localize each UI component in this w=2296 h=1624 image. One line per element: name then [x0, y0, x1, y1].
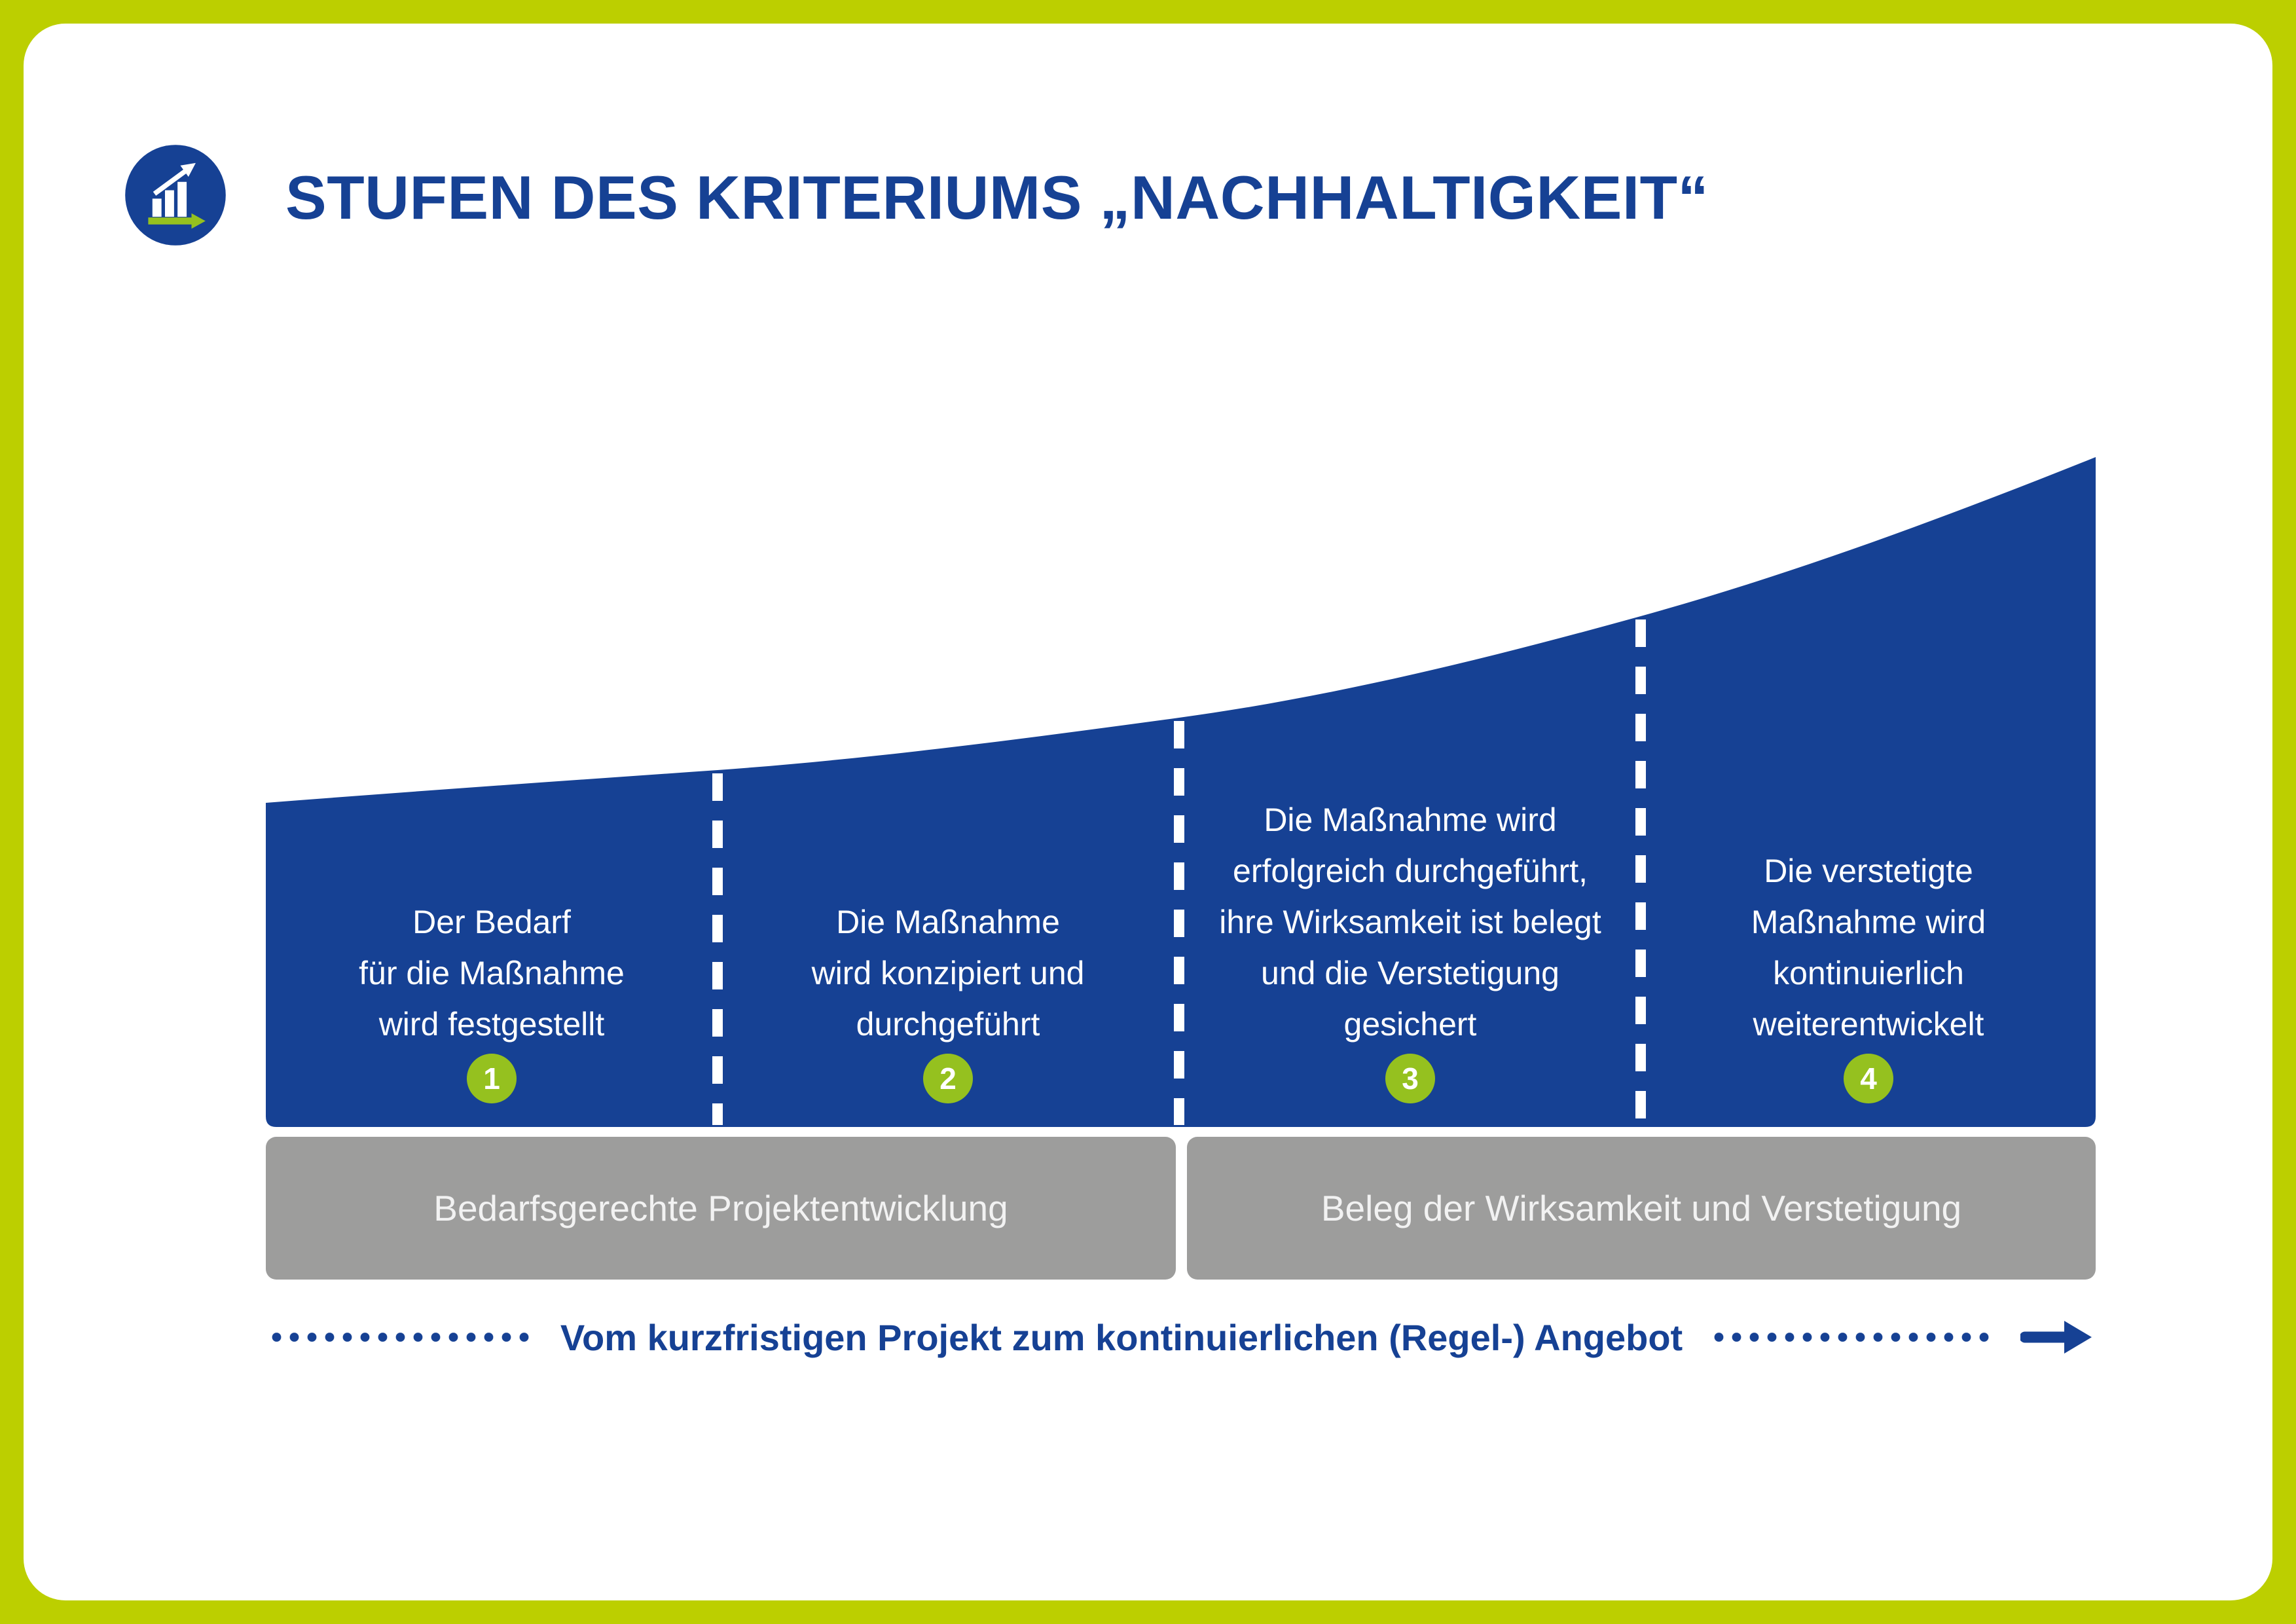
- growth-chart-icon: [125, 145, 226, 246]
- dotted-line-left: [267, 1333, 533, 1342]
- growth-curve: [266, 457, 2096, 1127]
- stage-3-number-badge: 3: [1385, 1054, 1435, 1103]
- stage-2-description: Die Maßnahme wird konzipiert und durchge…: [811, 904, 1085, 1043]
- stage-4-description: Die verstetigte Maßnahme wird kontinuier…: [1751, 853, 1986, 1043]
- stage-1-description: Der Bedarf für die Maßnahme wird festges…: [359, 904, 625, 1043]
- footer-progression-line: Vom kurzfristigen Projekt zum kontinuier…: [266, 1306, 2096, 1369]
- phase-bar-effectiveness: Beleg der Wirksamkeit und Verstetigung: [1187, 1137, 2096, 1280]
- content-card: STUFEN DES KRITERIUMS „NACHHALTIGKEIT“ D…: [24, 24, 2272, 1600]
- footer-label: Vom kurzfristigen Projekt zum kontinuier…: [560, 1316, 1683, 1358]
- stages-curve-area: Der Bedarf für die Maßnahme wird festges…: [266, 443, 2096, 1127]
- stage-4-number-badge: 4: [1844, 1054, 1893, 1103]
- stage-2-number-badge: 2: [923, 1054, 973, 1103]
- stage-1-number-badge: 1: [467, 1054, 517, 1103]
- dotted-line-right: [1710, 1333, 1994, 1342]
- stage-3-description: Die Maßnahme wird erfolgreich durchgefüh…: [1219, 802, 1601, 1043]
- right-arrow-icon: [2020, 1321, 2092, 1354]
- page-title: STUFEN DES KRITERIUMS „NACHHALTIGKEIT“: [285, 163, 1709, 232]
- phase-bar-project-development: Bedarfsgerechte Projektentwicklung: [266, 1137, 1176, 1280]
